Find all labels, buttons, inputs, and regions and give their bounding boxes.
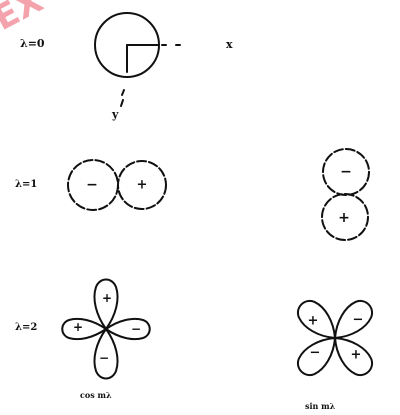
row-lambda-1: λ=1 − + − + (15, 149, 369, 240)
sign-top-right-lobe: − (353, 313, 364, 328)
sign-bottom-left-lobe: − (310, 346, 321, 361)
caption-cos: cos mλ (80, 390, 112, 400)
sign-left-lobe: + (73, 320, 83, 334)
sign-right-lobe: − (131, 322, 141, 336)
sign-right-lobe: + (137, 178, 148, 193)
sign-top-lobe: + (102, 291, 112, 305)
x-axis-label: x (226, 38, 233, 51)
row-lambda-0: λ=0 x y (20, 13, 233, 121)
row-lambda-2: λ=2 + + − − cos mλ + − − + sin mλ (15, 271, 400, 411)
sign-top-left-lobe: + (308, 314, 319, 329)
row-label-lambda-1: λ=1 (15, 179, 37, 190)
sign-bottom-lobe: − (99, 351, 109, 365)
row-label-lambda-0: λ=0 (20, 37, 45, 50)
p-orbital-vertical: − + (322, 149, 369, 240)
sign-bottom-lobe: + (338, 210, 350, 226)
sign-top-lobe: − (340, 164, 352, 180)
d-orbital-sin: + − − + (268, 271, 400, 405)
y-axis (121, 45, 127, 106)
sign-bottom-right-lobe: + (351, 348, 362, 363)
y-axis-label: y (111, 108, 119, 121)
p-orbital-horizontal: − + (68, 160, 166, 210)
lobe-left (62, 319, 106, 339)
watermark-text: EX (0, 0, 50, 39)
sign-left-lobe: − (86, 177, 98, 193)
watermark: EX (0, 0, 50, 39)
lobe-right (106, 319, 150, 339)
row-label-lambda-2: λ=2 (15, 322, 37, 333)
caption-sin: sin mλ (305, 401, 336, 411)
s-orbital: x y (95, 13, 233, 121)
d-orbital-cos: + + − − (62, 280, 150, 379)
